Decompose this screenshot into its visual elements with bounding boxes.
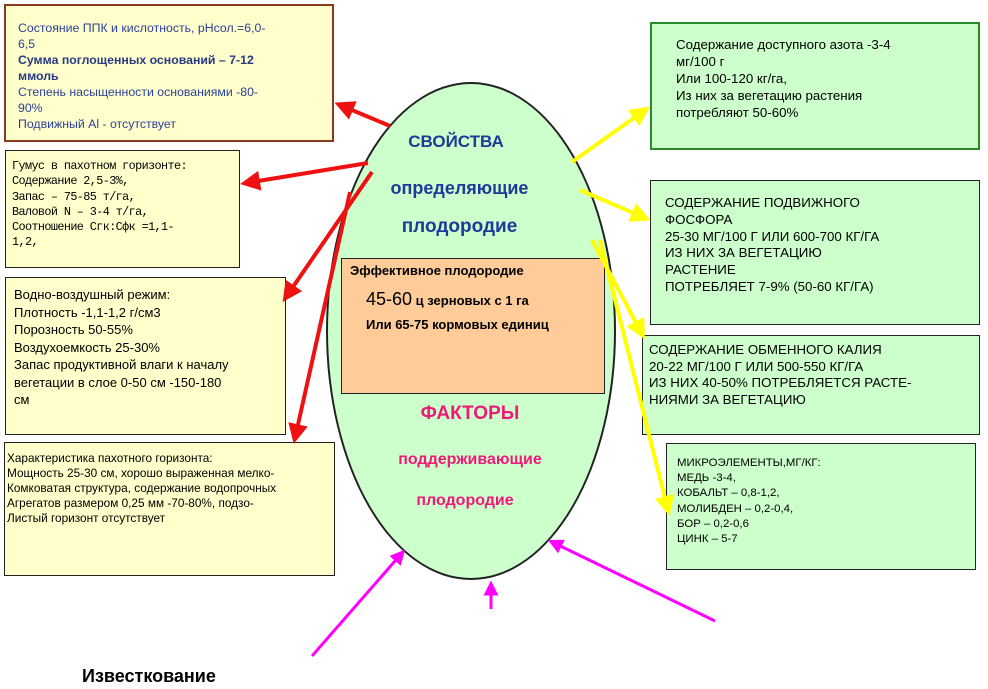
factors-heading: ФАКТОРЫ [420,403,520,424]
water-line: Плотность -1,1-1,2 г/см3 [14,304,161,320]
phosphorus-line: РАСТЕНИЕ [665,262,736,278]
magenta-arrow [547,539,716,623]
yellow-arrow [590,239,645,340]
ppk-line: Подвижный Al - отсутствует [18,117,176,131]
red-arrow [288,191,352,444]
phosphorus-line: 25-30 МГ/100 Г ИЛИ 600-700 КГ/ГА [665,228,880,244]
micro-line: МИКРОЭЛЕМЕНТЫ,МГ/КГ: [677,457,821,469]
phosphorus-line: ФОСФОРА [665,211,733,227]
water-line: вегетации в слое 0-50 см -150-180 [14,374,222,390]
micro-line: БОР – 0,2-0,6 [677,517,749,530]
nitrogen-line: Содержание доступного азота -3-4 [676,37,891,52]
yield-unit: ц зерновых с 1 га [412,293,529,308]
factors-subheading: плодородие [416,492,514,509]
water-line: см [14,392,30,407]
yellow-arrow [570,106,650,164]
water-line: Запас продуктивной влаги к началу [14,357,229,372]
humus-line: Гумус в пахотном горизонте: [12,159,188,173]
plow-line: Агрегатов размером 0,25 мм -70-80%, подз… [7,496,254,510]
nitrogen-line: потребляют 50-60% [676,105,799,120]
plow-line: Характеристика пахотного горизонта: [7,451,213,465]
potassium-line: 20-22 МГ/100 Г ИЛИ 500-550 КГ/ГА [649,358,864,374]
yellow-arrow [579,188,651,222]
phosphorus-line: СОДЕРЖАНИЕ ПОДВИЖНОГО [665,195,860,210]
plow-horizon-box: Характеристика пахотного горизонта: Мощн… [4,442,335,576]
phosphorus-line: ПОТРЕБЛЯЕТ 7-9% (50-60 КГ/ГА) [665,278,874,294]
properties-subheading: плодородие [401,216,518,237]
micro-line: КОБАЛЬТ – 0,8-1,2, [677,487,780,500]
ppk-line: Сумма поглощенных оснований – 7-12 [18,53,254,67]
nitrogen-line: мг/100 г [676,54,725,69]
humus-box: Гумус в пахотном горизонте: Содержание 2… [5,150,240,268]
nitrogen-box: Содержание доступного азота -3-4 мг/100 … [650,22,980,150]
magenta-arrow [310,549,405,657]
potassium-line: НИЯМИ ЗА ВЕГЕТАЦИЮ [649,391,806,407]
phosphorus-box: СОДЕРЖАНИЕ ПОДВИЖНОГО ФОСФОРА 25-30 МГ/1… [650,180,980,325]
water-air-regime-box: Водно-воздушный режим: Плотность -1,1-1,… [5,277,286,435]
ppk-line: 90% [18,101,43,115]
plow-line: Комковатая структура, содержание водопро… [7,481,277,495]
humus-line: Запас – 75-85 т/га, [12,189,136,204]
phosphorus-line: ИЗ НИХ ЗА ВЕГЕТАЦИЮ [665,245,822,261]
effective-fertility-yield: 45-60 ц зерновых с 1 га [366,289,529,310]
nitrogen-line: Или 100-120 кг/га, [676,71,787,86]
plow-line: Мощность 25-30 см, хорошо выраженная мел… [7,466,275,480]
water-line: Порозность 50-55% [14,322,133,337]
liming-label: Известкование [82,666,216,686]
water-line: Водно-воздушный режим: [14,287,171,302]
effective-fertility-feed: Или 65-75 кормовых единиц [366,317,549,332]
humus-line: Соотношение Сгк:Сфк =1,1- [12,220,175,235]
yield-number: 45-60 [366,289,413,309]
water-line: Воздухоемкость 25-30% [14,339,160,355]
ppk-line: Степень насыщенности основаниями -80- [18,85,259,99]
humus-line: 1,2, [12,235,39,250]
potassium-line: СОДЕРЖАНИЕ ОБМЕННОГО КАЛИЯ [649,342,882,357]
humus-line: Валовой N – 3-4 т/га, [12,204,149,219]
micro-line: ЦИНК – 5-7 [677,533,738,546]
ppk-line: Состояние ППК и кислотность, pHсол.=6,0- [18,21,266,35]
micro-line: МОЛИБДЕН – 0,2-0,4, [677,502,794,515]
microelements-box: МИКРОЭЛЕМЕНТЫ,МГ/КГ: МЕДЬ -3-4, КОБАЛЬТ … [666,443,976,570]
red-arrow [240,161,369,191]
ppk-acidity-box: Состояние ППК и кислотность, pHсол.=6,0-… [4,4,334,142]
humus-line: Содержание 2,5-3%, [12,174,129,189]
nitrogen-line: Из них за вегетацию растения [676,88,863,103]
potassium-box: СОДЕРЖАНИЕ ОБМЕННОГО КАЛИЯ 20-22 МГ/100 … [642,335,980,435]
effective-fertility-title: Эффективное плодородие [350,263,524,278]
properties-subheading: определяющие [390,178,529,198]
micro-line: МЕДЬ -3-4, [677,472,736,485]
potassium-line: ИЗ НИХ 40-50% ПОТРЕБЛЯЕТСЯ РАСТЕ- [649,375,912,390]
properties-heading: СВОЙСТВА [408,132,504,151]
ppk-line: ммоль [18,69,59,83]
plow-line: Листый горизонт отсутствует [7,511,166,525]
effective-fertility-box: Эффективное плодородие 45-60 ц зерновых … [341,258,605,394]
ppk-line: 6,5 [18,37,36,51]
yellow-arrow [598,239,675,516]
red-arrow [334,101,391,128]
factors-subheading: поддерживающие [398,451,542,468]
red-arrow [282,170,374,302]
